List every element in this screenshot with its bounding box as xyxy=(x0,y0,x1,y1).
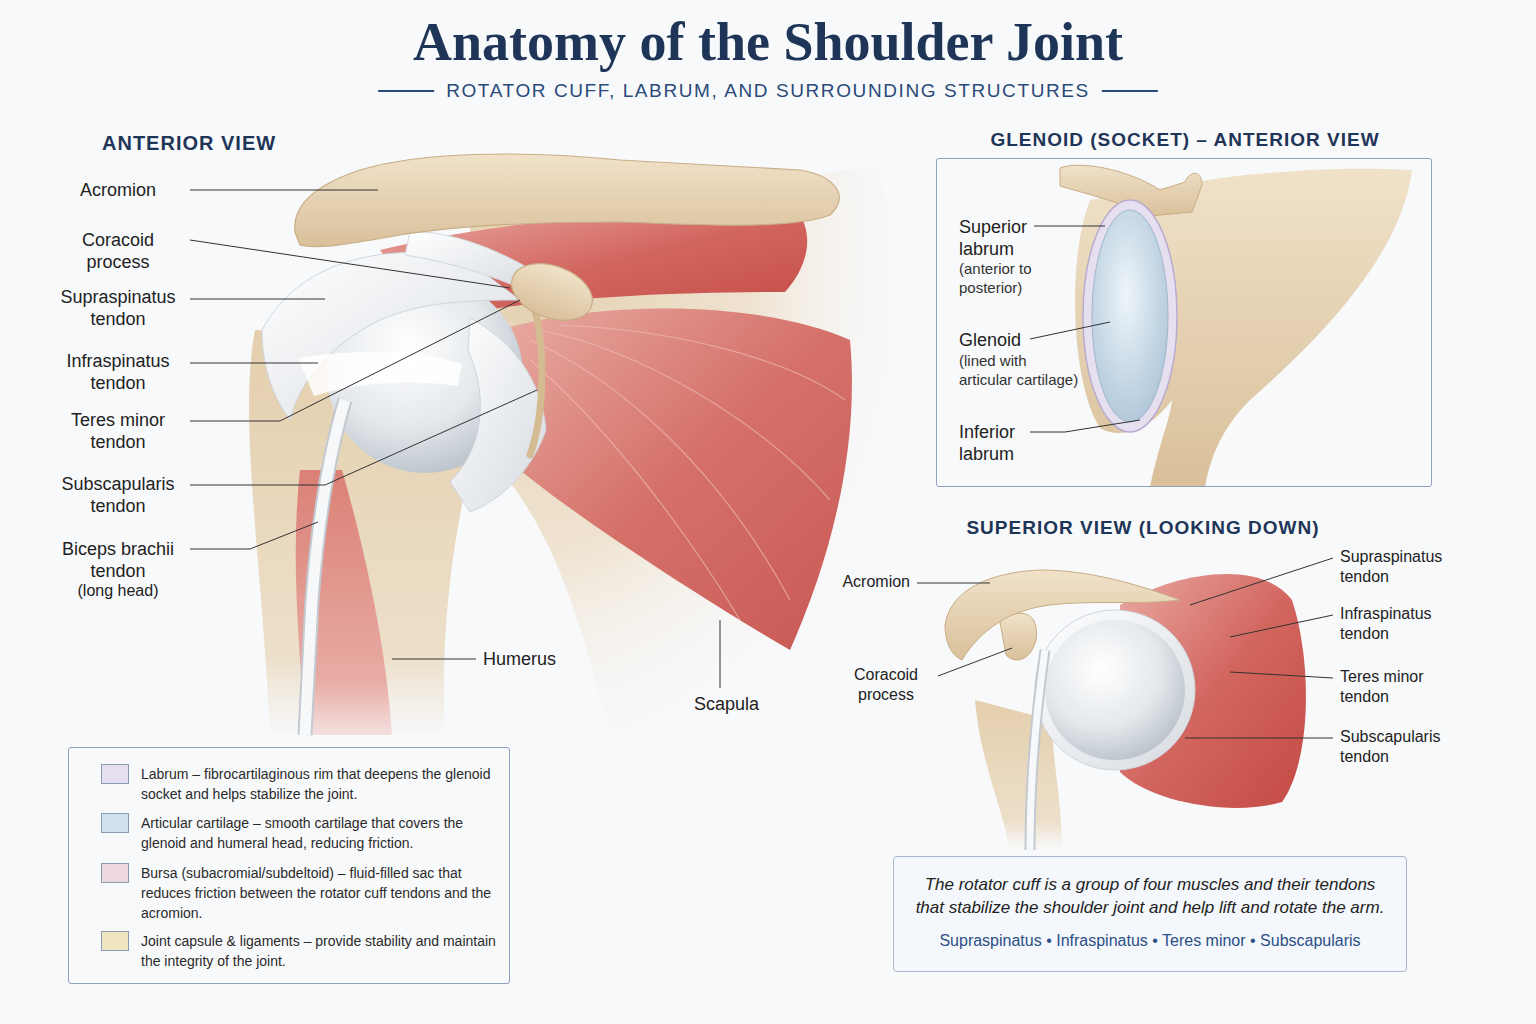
leader-line xyxy=(917,583,990,584)
coracoid-bone xyxy=(504,253,601,331)
view-heading: SUPERIOR VIEW (LOOKING DOWN) xyxy=(943,516,1343,539)
leader-line xyxy=(190,390,537,485)
leader-line xyxy=(1030,322,1110,339)
part-label: Supraspinatus tendon xyxy=(1340,547,1465,587)
glenoid-cartilage xyxy=(1092,210,1168,422)
part-label: Coracoid process xyxy=(840,665,932,705)
divider-rule xyxy=(1102,90,1158,92)
acromion-bone xyxy=(295,154,840,247)
biceps-tendon-outline xyxy=(305,400,345,735)
leader-line xyxy=(1190,558,1333,605)
leader-line xyxy=(190,300,520,421)
legend-swatch xyxy=(101,813,129,833)
biceps-tendon xyxy=(305,400,345,735)
part-label: Humerus xyxy=(483,648,603,670)
leader-line xyxy=(1230,672,1333,678)
biceps-tendon xyxy=(1030,650,1045,850)
view-heading: ANTERIOR VIEW xyxy=(102,131,402,155)
part-label: Teres minor tendon xyxy=(1340,667,1465,707)
leader-line xyxy=(1034,226,1105,227)
divider-rule xyxy=(378,90,434,92)
part-label: Teres minor tendon xyxy=(53,409,183,453)
scapula-lateral xyxy=(1075,169,1412,486)
humeral-head xyxy=(1045,620,1185,760)
part-label: Glenoid xyxy=(959,329,1059,351)
part-label: Infraspinatus tendon xyxy=(1340,604,1465,644)
part-label: Scapula xyxy=(694,693,814,715)
part-label: Acromion xyxy=(53,179,183,201)
subscapularis-muscle xyxy=(500,309,852,650)
part-label: Coracoid process xyxy=(53,229,183,273)
muscle-striations xyxy=(530,325,845,620)
part-label: Subscapularis tendon xyxy=(53,473,183,517)
striation xyxy=(530,360,740,620)
anterior-view xyxy=(249,154,891,735)
panel-heading: GLENOID (SOCKET) – ANTERIOR VIEW xyxy=(927,128,1443,151)
leader-line xyxy=(190,240,510,288)
part-label: Supraspinatus tendon xyxy=(53,286,183,330)
striation xyxy=(530,340,790,600)
part-label: Infraspinatus tendon xyxy=(53,350,183,394)
leader-line xyxy=(190,299,325,300)
subtitle: ROTATOR CUFF, LABRUM, AND SURROUNDING ST… xyxy=(446,79,1090,103)
leader-line xyxy=(720,620,721,688)
subscapularis-tendon xyxy=(450,318,546,512)
caption-text: The rotator cuff is a group of four musc… xyxy=(914,873,1386,919)
leader-line xyxy=(190,363,318,364)
legend-text: Joint capsule & ligaments – provide stab… xyxy=(141,931,496,971)
leader-line xyxy=(1030,420,1140,432)
legend-swatch xyxy=(101,931,129,951)
legend-text: Articular cartilage – smooth cartilage t… xyxy=(141,813,496,853)
striation xyxy=(560,325,845,400)
inset-panel: GLENOID (SOCKET) – ANTERIOR VIEWSuperior… xyxy=(936,158,1432,487)
legend-frame: Labrum – fibrocartilaginous rim that dee… xyxy=(68,747,510,984)
legend-text: Bursa (subacromial/subdeltoid) – fluid-f… xyxy=(141,863,496,923)
part-label: Subscapularis tendon xyxy=(1340,727,1465,767)
tendon-ring xyxy=(1035,610,1195,770)
muscle-list: Supraspinatus • Infraspinatus • Teres mi… xyxy=(914,931,1386,951)
part-label: Superior labrum xyxy=(959,216,1059,260)
leader-line xyxy=(190,522,318,549)
legend-swatch xyxy=(101,764,129,784)
glenoid-inset-art xyxy=(1060,165,1412,486)
biceps-tendon xyxy=(1030,650,1045,850)
superior-view xyxy=(945,570,1306,850)
leader-line xyxy=(1230,615,1333,637)
infraspinatus-tendon xyxy=(298,352,462,396)
glenoid-rim xyxy=(530,300,542,455)
leader-line xyxy=(392,659,476,660)
labrum-rim xyxy=(1083,200,1177,432)
striation xyxy=(540,330,830,500)
coracoid-bone xyxy=(1000,613,1037,660)
legend-text: Labrum – fibrocartilaginous rim that dee… xyxy=(141,764,496,804)
part-label: Acromion xyxy=(810,572,910,592)
leader-line xyxy=(190,190,378,191)
legend-swatch xyxy=(101,863,129,883)
leader-line xyxy=(938,648,1012,676)
leader-line xyxy=(1185,738,1333,739)
part-label: Biceps brachii tendon xyxy=(53,538,183,582)
part-label: Inferior labrum xyxy=(959,421,1059,465)
caption-box: The rotator cuff is a group of four musc… xyxy=(893,856,1407,972)
leader-lines xyxy=(190,190,1333,738)
part-note: (anterior to posterior) xyxy=(959,259,1059,297)
part-note: (lined with articular cartilage) xyxy=(959,351,1083,389)
page-title: Anatomy of the Shoulder Joint xyxy=(0,10,1536,74)
part-note: (long head) xyxy=(53,581,183,601)
